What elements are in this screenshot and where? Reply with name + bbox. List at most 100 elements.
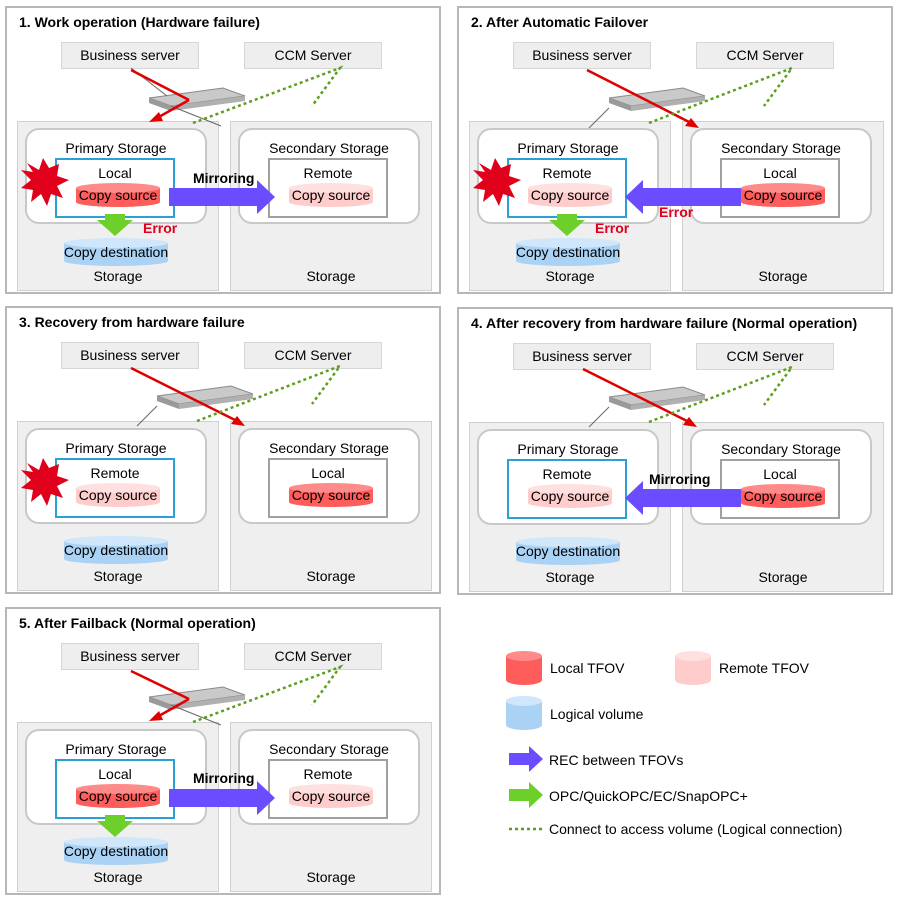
remote-volume-box: Remote Copy source xyxy=(268,158,388,218)
storage-label: Storage xyxy=(545,268,595,284)
cylinder-red-icon xyxy=(741,183,825,207)
panel-1: 1. Work operation (Hardware failure) Bus… xyxy=(5,6,441,294)
panel-title: 3. Recovery from hardware failure xyxy=(19,314,245,330)
secondary-storage-area: Secondary Storage Local Copy source Stor… xyxy=(682,121,884,291)
copy-source-label: Copy source xyxy=(530,488,610,504)
network-switch-icon xyxy=(156,385,254,409)
business-server-box: Business server xyxy=(513,42,651,69)
red-access-arrow xyxy=(130,68,190,122)
remote-copy-source: Copy source xyxy=(288,182,374,208)
remote-label: Remote xyxy=(542,165,592,181)
local-tfov-cylinder-icon xyxy=(506,651,542,685)
copy-source-label: Copy source xyxy=(743,488,823,504)
local-copy-source: Copy source xyxy=(75,783,161,809)
cylinder-red-icon xyxy=(76,784,160,808)
cylinder-red-icon xyxy=(741,484,825,508)
ccm-server-box: CCM Server xyxy=(696,343,834,370)
storage-label: Storage xyxy=(306,268,356,284)
storage-label: Storage xyxy=(306,568,356,584)
cylinder-blue-icon xyxy=(516,238,620,266)
primary-storage: Primary Storage Local Copy source xyxy=(25,729,207,825)
mirroring-label: Mirroring xyxy=(193,170,255,186)
dotted-connection xyxy=(192,65,344,125)
storage-label: Storage xyxy=(758,569,808,585)
primary-storage: Primary Storage Remote Copy source xyxy=(477,429,659,525)
panel-title: 5. After Failback (Normal operation) xyxy=(19,615,256,631)
cylinder-blue-icon xyxy=(64,837,168,865)
dotted-connection xyxy=(648,65,796,125)
secondary-storage-area: Secondary Storage Remote Copy source Sto… xyxy=(230,121,432,291)
copy-destination-label: Copy destination xyxy=(63,244,169,260)
remote-volume-box: Remote Copy source xyxy=(507,158,627,218)
primary-storage-area: Primary Storage Local Copy source Copy d… xyxy=(17,722,219,892)
panel-3: 3. Recovery from hardware failure Busine… xyxy=(5,306,441,594)
business-server-box: Business server xyxy=(61,42,199,69)
copy-destination-label: Copy destination xyxy=(63,542,169,558)
legend-logical-volume: Logical volume xyxy=(550,706,644,722)
primary-storage-label: Primary Storage xyxy=(517,441,619,457)
primary-storage: Primary Storage Remote Copy source xyxy=(477,128,659,224)
connection-dotted-line-icon xyxy=(509,827,543,831)
storage-label: Storage xyxy=(93,568,143,584)
storage-label: Storage xyxy=(306,869,356,885)
primary-storage-label: Primary Storage xyxy=(517,140,619,156)
secondary-storage: Secondary Storage Local Copy source xyxy=(690,429,872,525)
secondary-storage-label: Secondary Storage xyxy=(269,741,389,757)
error-label: Error xyxy=(659,204,694,220)
copy-source-label: Copy source xyxy=(78,487,158,503)
ccm-server-box: CCM Server xyxy=(696,42,834,69)
local-label: Local xyxy=(763,466,797,482)
copy-source-label: Copy source xyxy=(78,187,158,203)
secondary-storage: Secondary Storage Remote Copy source xyxy=(238,729,420,825)
copy-destination: Copy destination xyxy=(62,836,170,866)
secondary-storage-label: Secondary Storage xyxy=(269,140,389,156)
mirroring-label: Mirroring xyxy=(193,770,255,786)
cylinder-blue-icon xyxy=(64,238,168,266)
copy-source-label: Copy source xyxy=(78,788,158,804)
local-label: Local xyxy=(98,766,132,782)
cylinder-red-icon xyxy=(289,483,373,507)
legend-remote-tfov: Remote TFOV xyxy=(719,660,809,676)
mirroring-label: Mirroring xyxy=(649,471,711,487)
ccm-server-box: CCM Server xyxy=(244,342,382,369)
remote-label: Remote xyxy=(303,766,353,782)
business-server-box: Business server xyxy=(513,343,651,370)
remote-label: Remote xyxy=(303,165,353,181)
secondary-storage-label: Secondary Storage xyxy=(721,140,841,156)
copy-source-label: Copy source xyxy=(743,187,823,203)
local-volume-box: Local Copy source xyxy=(720,158,840,218)
primary-storage-area: Primary Storage Local Copy source Copy d… xyxy=(17,121,219,291)
remote-copy-source: Copy source xyxy=(527,182,613,208)
network-switch-icon xyxy=(608,87,706,111)
secondary-storage-label: Secondary Storage xyxy=(721,441,841,457)
copy-destination: Copy destination xyxy=(514,536,622,566)
storage-label: Storage xyxy=(93,869,143,885)
legend-opc: OPC/QuickOPC/EC/SnapOPC+ xyxy=(549,788,748,804)
red-access-arrow xyxy=(582,367,697,427)
cylinder-pink-icon xyxy=(289,183,373,207)
remote-volume-box: Remote Copy source xyxy=(268,759,388,819)
dotted-connection xyxy=(192,664,344,724)
business-server-box: Business server xyxy=(61,342,199,369)
copy-source-label: Copy source xyxy=(291,187,371,203)
cylinder-blue-icon xyxy=(516,537,620,565)
ccm-server-box: CCM Server xyxy=(244,42,382,69)
secondary-storage: Secondary Storage Remote Copy source xyxy=(238,128,420,224)
local-volume-box: Local Copy source xyxy=(55,759,175,819)
cylinder-pink-icon xyxy=(76,483,160,507)
copy-destination: Copy destination xyxy=(62,237,170,267)
cylinder-pink-icon xyxy=(289,784,373,808)
cylinder-pink-icon xyxy=(528,183,612,207)
legend-local-tfov: Local TFOV xyxy=(550,660,625,676)
network-switch-icon xyxy=(148,87,246,111)
primary-storage-area: Primary Storage Remote Copy source Copy … xyxy=(469,121,671,291)
red-access-arrow xyxy=(130,669,190,721)
business-server-box: Business server xyxy=(61,643,199,670)
local-copy-source: Copy source xyxy=(75,182,161,208)
panel-2: 2. After Automatic Failover Business ser… xyxy=(457,6,893,294)
remote-tfov-cylinder-icon xyxy=(675,651,711,685)
copy-source-label: Copy source xyxy=(530,187,610,203)
secondary-storage-area: Secondary Storage Local Copy source Stor… xyxy=(230,421,432,591)
network-switch-icon xyxy=(148,686,246,710)
red-access-arrow xyxy=(586,68,699,128)
